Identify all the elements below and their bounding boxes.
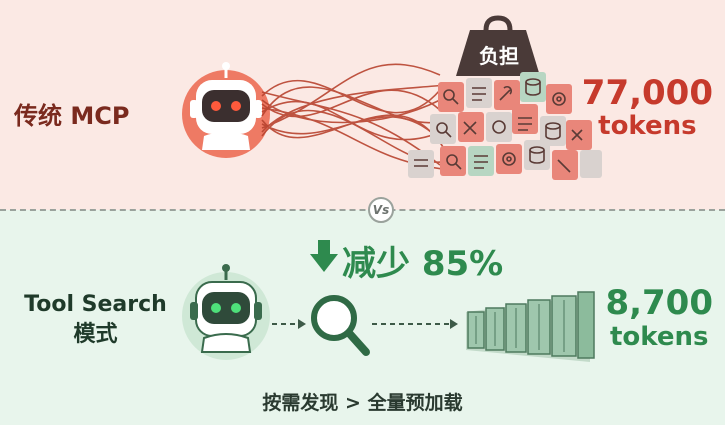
reduction-text: 减少 85%: [342, 244, 504, 284]
section-divider: [0, 209, 725, 211]
magnifier-icon: [311, 295, 370, 356]
caption: 按需发现 > 全量预加载: [262, 392, 463, 414]
reduction-label: 减少 85%: [306, 236, 503, 285]
search-token-unit: tokens: [609, 322, 709, 352]
weight-icon: [456, 15, 540, 76]
search-token-value: 8,700: [605, 283, 713, 323]
traditional-section: [0, 0, 725, 210]
traditional-mcp-label: 传统 MCP: [14, 102, 130, 130]
tool-search-section: [0, 210, 725, 425]
traditional-token-value: 77,000: [581, 73, 713, 113]
tool-search-label: Tool Search 模式: [18, 290, 173, 350]
traditional-token-count: 77,000 tokens: [582, 74, 713, 140]
down-arrow-icon: [310, 240, 338, 272]
search-token-count: 8,700 tokens: [605, 284, 713, 352]
flow-arrows: [272, 319, 458, 329]
tool-search-label-line2: 模式: [73, 322, 118, 347]
vs-badge: Vs: [368, 197, 394, 223]
tool-icon-pile: [408, 72, 602, 180]
burden-label: 负担: [479, 44, 519, 68]
traditional-token-unit: tokens: [598, 111, 697, 141]
robot-green-icon: [182, 264, 270, 360]
robot-red-icon: [182, 62, 270, 158]
tool-search-label-line1: Tool Search: [24, 292, 167, 317]
server-rack-icon: [466, 291, 595, 362]
burden-weight: 负担: [460, 14, 538, 78]
